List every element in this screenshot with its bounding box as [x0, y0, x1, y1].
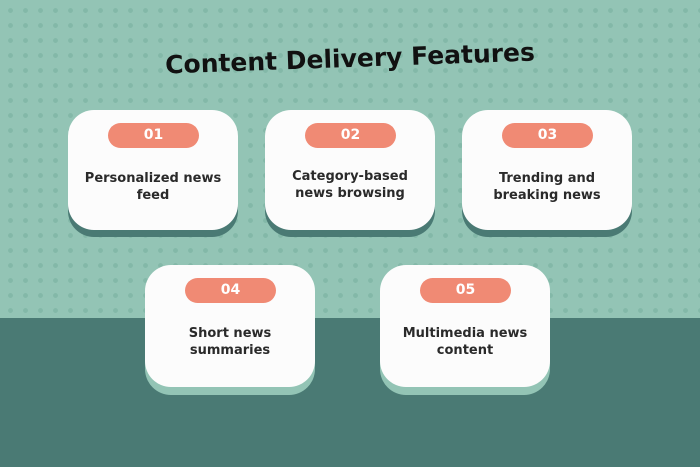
feature-number-badge: 03: [502, 123, 593, 148]
feature-number-badge: 05: [420, 278, 511, 303]
feature-label: Multimedia news content: [402, 326, 528, 358]
feature-number-badge: 02: [305, 123, 396, 148]
feature-label: Trending and breaking news: [493, 171, 601, 203]
feature-label: Personalized news feed: [84, 171, 222, 203]
feature-card-1: 01 Personalized news feed: [68, 110, 238, 230]
feature-label: Category-based news browsing: [292, 169, 408, 201]
feature-number-badge: 01: [108, 123, 199, 148]
feature-number-badge: 04: [185, 278, 276, 303]
feature-label: Short news summaries: [188, 326, 272, 358]
feature-card-4: 04 Short news summaries: [145, 265, 315, 387]
feature-card-5: 05 Multimedia news content: [380, 265, 550, 387]
feature-card-2: 02 Category-based news browsing: [265, 110, 435, 230]
feature-card-3: 03 Trending and breaking news: [462, 110, 632, 230]
background-bottom-band: [0, 318, 700, 467]
